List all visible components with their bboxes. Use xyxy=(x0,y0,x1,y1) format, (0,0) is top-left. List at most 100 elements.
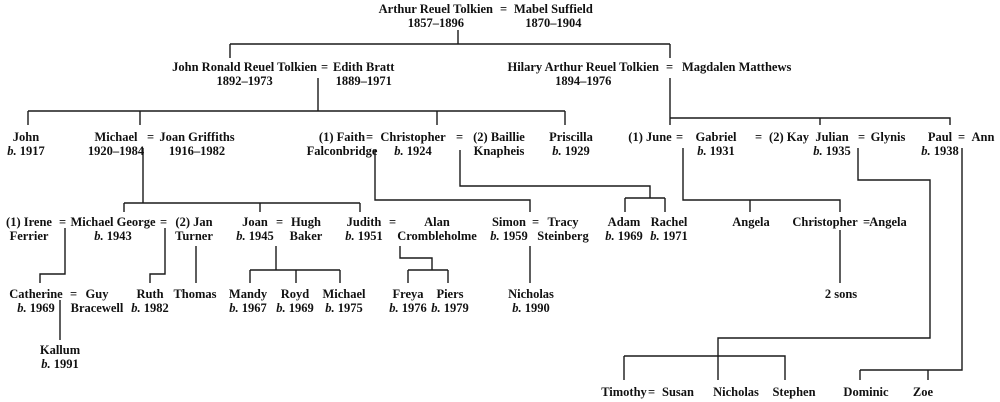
person-john: John b. 1917 xyxy=(7,130,45,158)
person-julian: Julian b. 1935 xyxy=(813,130,851,158)
edith-name: Edith Bratt xyxy=(333,60,395,74)
marriage-sign-joan-hugh: = xyxy=(276,215,284,229)
jrr-dates: 1892–1973 xyxy=(216,74,273,88)
julian-born: 1935 xyxy=(825,144,851,158)
person-jrr-tolkien: John Ronald Reuel Tolkien 1892–1973 xyxy=(172,60,317,88)
michael3-born-prefix: b. xyxy=(325,301,335,315)
magdalen-name: Magdalen Matthews xyxy=(682,60,792,74)
marriage-sign-michael-george-jan: = xyxy=(160,215,168,229)
person-tracy: Tracy Steinberg xyxy=(537,215,588,243)
piers-born: 1979 xyxy=(443,301,469,315)
nicholas1-name: Nicholas xyxy=(508,287,554,301)
priscilla-name: Priscilla xyxy=(549,130,593,144)
marriage-sign-paul-ann: = xyxy=(958,130,966,144)
tracy-line2: Steinberg xyxy=(537,229,589,243)
alan-line1: Alan xyxy=(424,215,450,229)
hugh-line2: Baker xyxy=(289,229,323,243)
simon-born-prefix: b. xyxy=(490,229,500,243)
michael-name: Michael xyxy=(94,130,138,144)
dominic-name: Dominic xyxy=(843,385,889,399)
freya-name: Freya xyxy=(392,287,424,301)
person-michael-hugh-son: Michael b. 1975 xyxy=(322,287,365,315)
michael-george-born-prefix: b. xyxy=(94,229,104,243)
faith-line2: Falconbridge xyxy=(306,144,378,158)
faith-line1: (1) Faith xyxy=(318,130,366,144)
person-angela-christopher-wife: Angela xyxy=(869,215,907,229)
person-kay: (2) Kay xyxy=(769,130,809,144)
person-thomas: Thomas xyxy=(173,287,216,301)
connector-hilary-children xyxy=(669,78,951,125)
michael3-name: Michael xyxy=(322,287,366,301)
rachel-born-prefix: b. xyxy=(650,229,660,243)
john-name: John xyxy=(12,130,40,144)
ruth-name: Ruth xyxy=(136,287,164,301)
freya-born: 1976 xyxy=(401,301,427,315)
gabriel-born: 1931 xyxy=(709,144,735,158)
nicholas2-name: Nicholas xyxy=(713,385,759,399)
connector-gabriel-children xyxy=(682,148,841,212)
person-edith-bratt: Edith Bratt 1889–1971 xyxy=(333,60,394,88)
simon-born: 1959 xyxy=(502,229,528,243)
joan-griffiths-dates: 1916–1982 xyxy=(168,144,226,158)
guy-line1: Guy xyxy=(85,287,109,301)
connector-julian-children xyxy=(623,148,931,380)
jan-line2: Turner xyxy=(175,229,213,243)
angela1-name: Angela xyxy=(732,215,770,229)
nicholas1-born-prefix: b. xyxy=(512,301,522,315)
marriage-sign-simon-tracy: = xyxy=(532,215,540,229)
adam-born-prefix: b. xyxy=(605,229,615,243)
priscilla-born: 1929 xyxy=(564,144,590,158)
person-royd: Royd b. 1969 xyxy=(276,287,314,315)
thomas-name: Thomas xyxy=(173,287,217,301)
person-christopher-gabriel-son: Christopher xyxy=(792,215,857,229)
jan-line1: (2) Jan xyxy=(175,215,213,229)
marriage-sign-arthur-mabel: = xyxy=(500,2,508,16)
marriage-sign-julian-glynis: = xyxy=(858,130,866,144)
person-gabriel: Gabriel b. 1931 xyxy=(696,130,737,158)
person-piers: Piers b. 1979 xyxy=(431,287,469,315)
person-judith: Judith b. 1951 xyxy=(345,215,383,243)
zoe-name: Zoe xyxy=(912,385,934,399)
marriage-sign-christopher-baillie: = xyxy=(456,130,464,144)
connector-faith-christopher-children xyxy=(374,150,531,212)
timothy-name: Timothy xyxy=(601,385,647,399)
christopher-born: 1924 xyxy=(406,144,432,158)
royd-name: Royd xyxy=(280,287,310,301)
person-baillie: (2) Baillie Knapheis xyxy=(473,130,525,158)
susan-name: Susan xyxy=(662,385,694,399)
kallum-born: 1991 xyxy=(53,357,79,371)
irene-line2: Ferrier xyxy=(9,229,49,243)
royd-born: 1969 xyxy=(288,301,314,315)
catherine-born-prefix: b. xyxy=(17,301,27,315)
alan-line2: Crombleholme xyxy=(397,229,477,243)
priscilla-born-prefix: b. xyxy=(552,144,562,158)
person-two-sons: 2 sons xyxy=(825,287,857,301)
connector-alan-children xyxy=(399,246,449,283)
judith-name: Judith xyxy=(346,215,382,229)
connector-hugh-children xyxy=(249,246,341,283)
person-susan: Susan xyxy=(662,385,694,399)
simon-name: Simon xyxy=(491,215,527,229)
connector-baillie-christopher-children xyxy=(459,150,666,212)
marriage-sign-timothy-susan: = xyxy=(648,385,656,399)
person-dominic: Dominic xyxy=(843,385,888,399)
kallum-born-prefix: b. xyxy=(41,357,51,371)
ruth-born-prefix: b. xyxy=(131,301,141,315)
person-joan: Joan b. 1945 xyxy=(236,215,274,243)
person-simon: Simon b. 1959 xyxy=(490,215,528,243)
ruth-born: 1982 xyxy=(143,301,169,315)
paul-born: 1938 xyxy=(933,144,959,158)
person-michael: Michael 1920–1984 xyxy=(88,130,144,158)
person-hilary-tolkien: Hilary Arthur Reuel Tolkien 1894–1976 xyxy=(507,60,659,88)
kallum-name: Kallum xyxy=(39,343,81,357)
marriage-sign-irene-michael-george: = xyxy=(59,215,67,229)
person-michael-george: Michael George b. 1943 xyxy=(70,215,155,243)
judith-born-prefix: b. xyxy=(345,229,355,243)
ann-name: Ann xyxy=(971,130,995,144)
person-zoe: Zoe xyxy=(913,385,933,399)
john-born: 1917 xyxy=(19,144,45,158)
person-ann: Ann xyxy=(972,130,995,144)
irene-line1: (1) Irene xyxy=(6,215,52,229)
